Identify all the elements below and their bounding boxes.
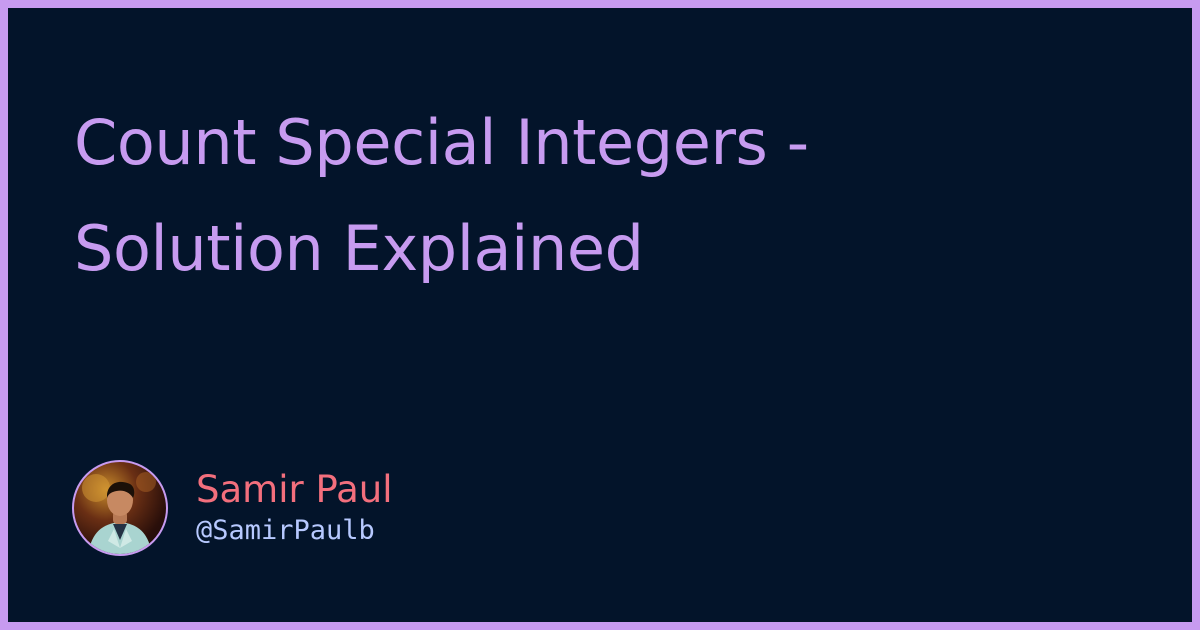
author-avatar	[72, 460, 168, 556]
author-name: Samir Paul	[196, 468, 393, 511]
author-block: Samir Paul @SamirPaulb	[72, 458, 393, 558]
author-handle: @SamirPaulb	[196, 515, 375, 546]
title-line-1: Count Special Integers -	[74, 106, 809, 179]
title-line-2: Solution Explained	[74, 212, 644, 285]
article-title: Count Special Integers - Solution Explai…	[74, 90, 1154, 302]
og-card: Count Special Integers - Solution Explai…	[8, 8, 1192, 622]
author-info: Samir Paul @SamirPaulb	[196, 468, 393, 548]
